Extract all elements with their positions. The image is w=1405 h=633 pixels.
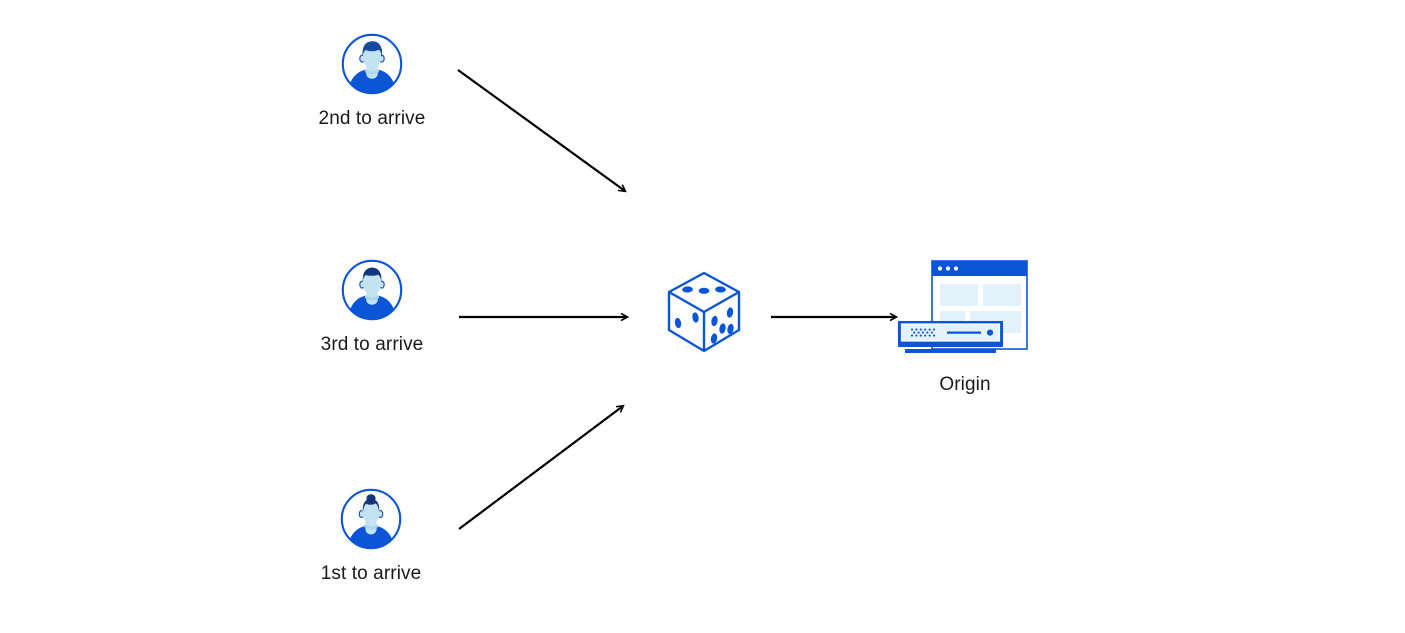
- node-origin[interactable]: Origin: [895, 258, 1035, 397]
- arrow-1st-to-dice: [458, 406, 623, 530]
- user-avatar-bun-icon: [340, 488, 402, 550]
- user-avatar-icon: [341, 259, 403, 321]
- arrow-2nd-to-dice: [457, 69, 625, 191]
- node-visitor-2nd[interactable]: 2nd to arrive: [311, 33, 433, 131]
- node-label-visitor-2nd: 2nd to arrive: [318, 108, 426, 129]
- node-label-visitor-3rd: 3rd to arrive: [320, 334, 424, 355]
- node-visitor-1st[interactable]: 1st to arrive: [310, 488, 432, 586]
- user-avatar-icon: [341, 33, 403, 95]
- node-visitor-3rd[interactable]: 3rd to arrive: [311, 259, 433, 357]
- node-label-visitor-1st: 1st to arrive: [320, 563, 422, 584]
- origin-server-icon: [895, 258, 1035, 358]
- server-device: [898, 321, 1003, 353]
- node-dice[interactable]: [663, 268, 745, 358]
- node-label-origin: Origin: [939, 374, 991, 395]
- dice-icon: [663, 268, 745, 358]
